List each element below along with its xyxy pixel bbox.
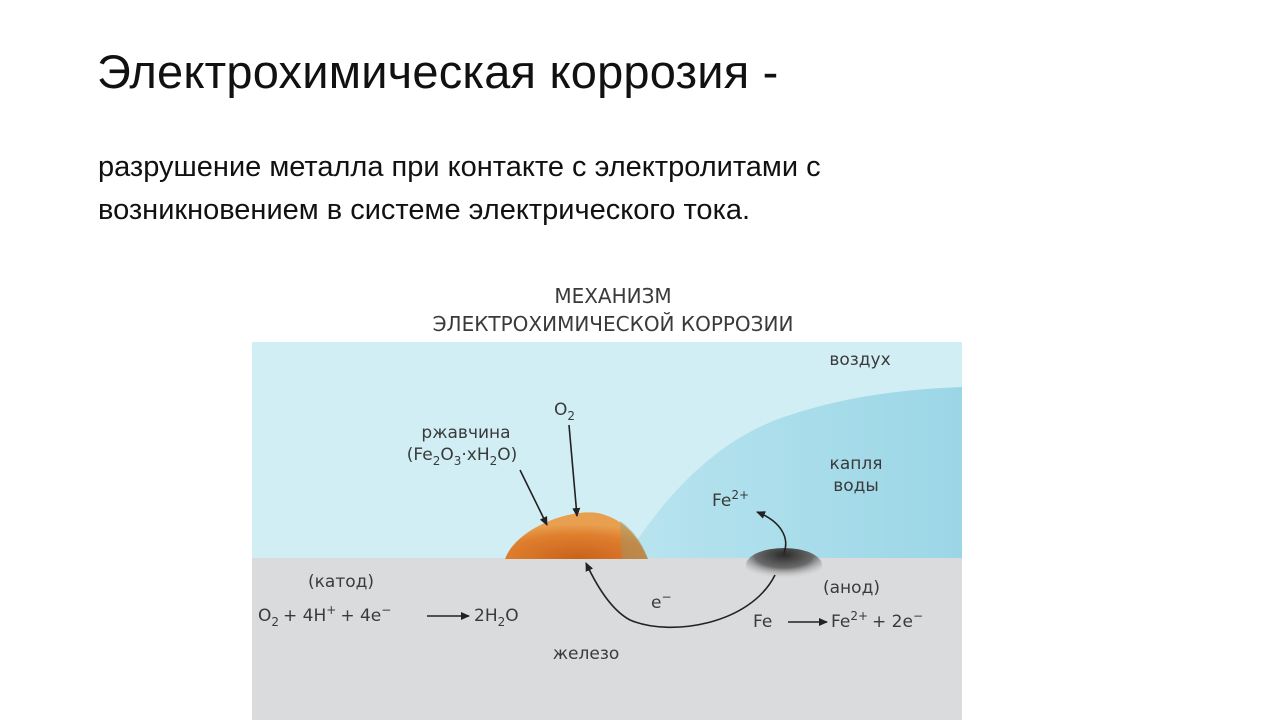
oxygen-label: O2 <box>554 400 575 423</box>
rust-edge-wet <box>620 521 648 559</box>
rust-label: ржавчина <box>421 423 510 443</box>
iron-region <box>252 558 962 720</box>
anode-pit <box>746 548 822 582</box>
body-line-1: разрушение металла при контакте с электр… <box>98 151 821 183</box>
anode-reaction-product: Fe2++ 2e− <box>831 609 923 632</box>
anode-reaction-reactant: Fe <box>753 612 772 632</box>
electron-label: e− <box>651 590 672 613</box>
electron-arrow <box>585 562 776 629</box>
diagram-heading-line-2: ЭЛЕКТРОХИМИЧЕСКОЙ КОРРОЗИИ <box>433 312 794 336</box>
slide-body: разрушение металла при контакте с электр… <box>98 146 998 232</box>
body-line-2: возникновением в системе электрического … <box>98 194 751 226</box>
oxygen-arrow <box>568 424 581 517</box>
cathode-reaction-left: O2+ 4H++ 4e− <box>258 603 391 629</box>
cathode-label: (катод) <box>308 572 374 592</box>
drop-label-line-2: воды <box>833 476 879 496</box>
metal-label: железо <box>553 644 620 664</box>
air-label: воздух <box>829 350 890 370</box>
rust-deposit <box>505 512 648 559</box>
fe-ion-arrow <box>756 511 787 554</box>
diagram-heading-line-1: МЕХАНИЗМ <box>554 284 671 308</box>
corrosion-diagram: МЕХАНИЗМ ЭЛЕКТРОХИМИЧЕСКОЙ КОРРОЗИИ возд… <box>250 275 965 720</box>
anode-label: (анод) <box>823 578 880 598</box>
fe-ion-label: Fe2+ <box>712 488 749 511</box>
rust-arrow <box>519 469 548 526</box>
cathode-reaction-product: 2H2O <box>474 606 519 629</box>
water-drop <box>625 387 962 558</box>
slide-title: Электрохимическая коррозия - <box>97 45 779 98</box>
drop-label-line-1: капля <box>830 454 883 474</box>
rust-formula: (Fe2O3·xH2O) <box>407 445 518 468</box>
